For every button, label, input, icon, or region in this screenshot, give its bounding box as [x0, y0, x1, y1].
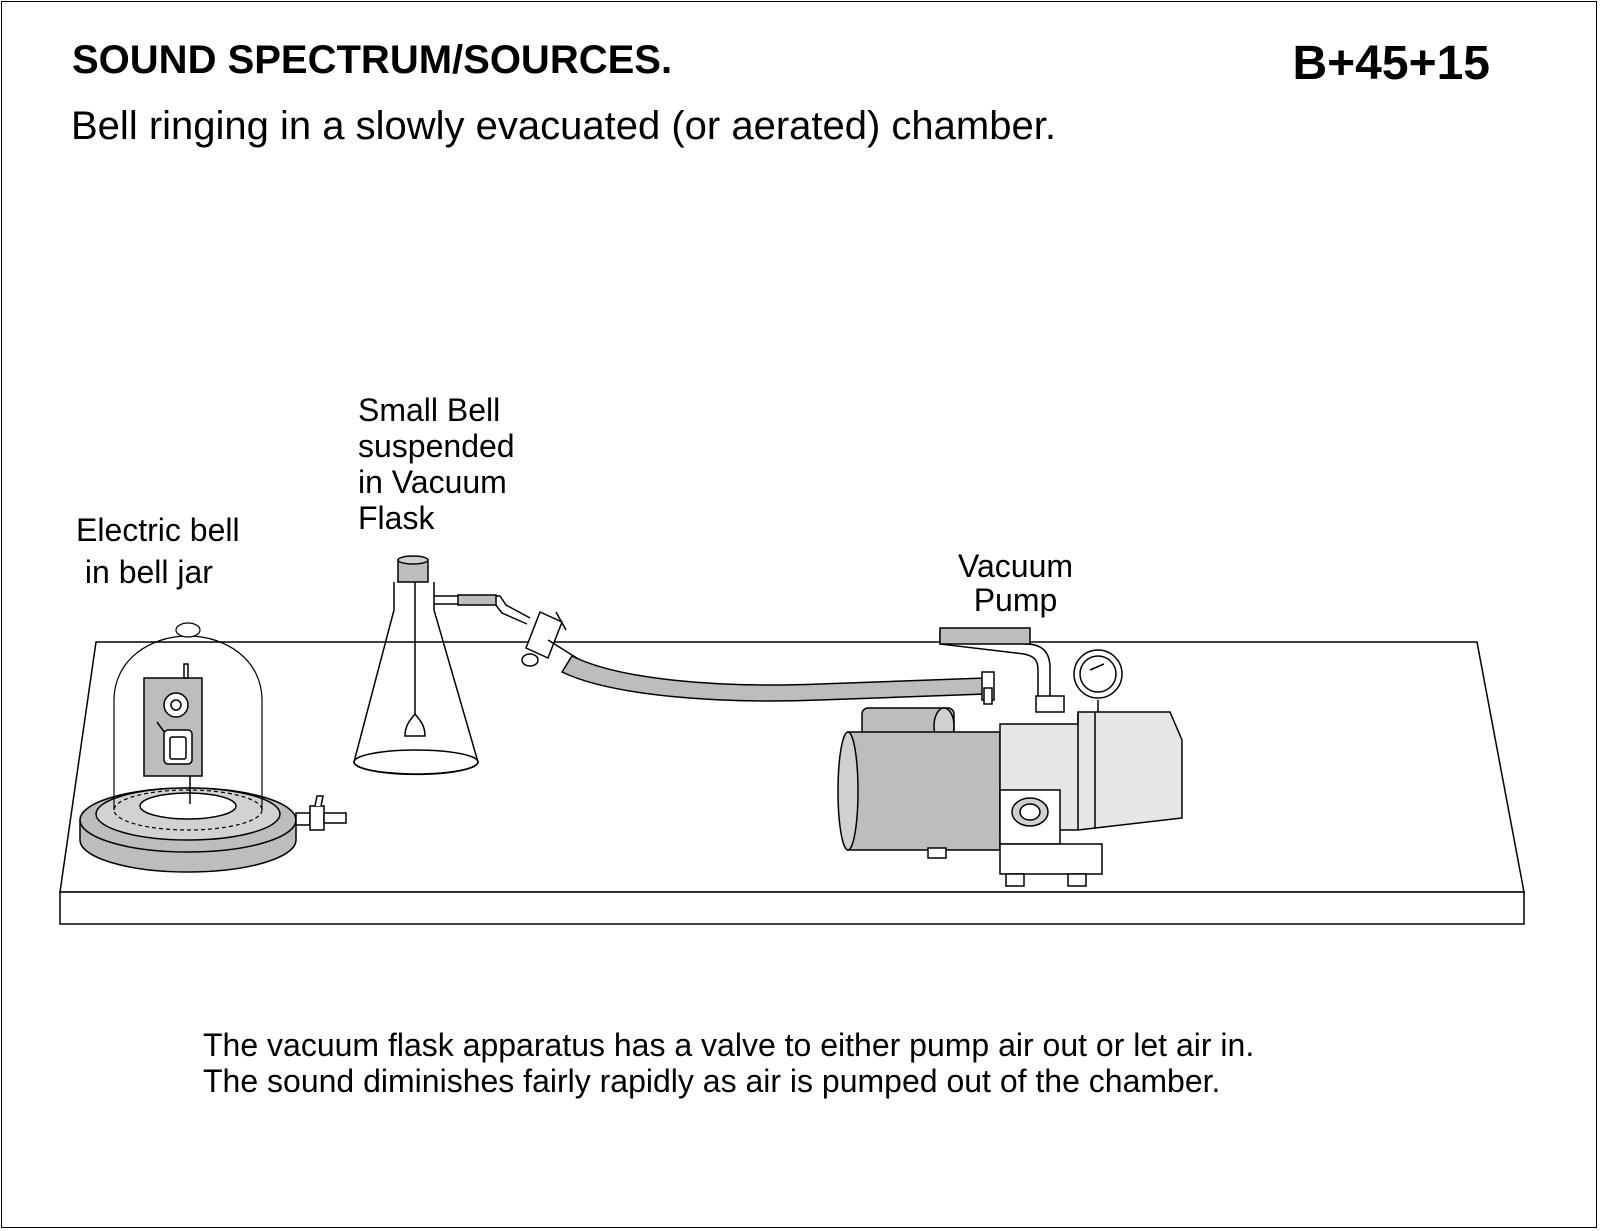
label-line: suspended [358, 428, 515, 464]
label-vacuum-pump: Vacuum Pump [958, 548, 1073, 618]
demo-code: B+45+15 [1292, 37, 1490, 90]
page-title: SOUND SPECTRUM/SOURCES. [72, 38, 673, 82]
caption-line: The sound diminishes fairly rapidly as a… [203, 1063, 1221, 1099]
caption-line: The vacuum flask apparatus has a valve t… [203, 1027, 1255, 1063]
label-line: Pump [973, 582, 1058, 618]
vacuum-pump [837, 627, 1183, 887]
table [59, 641, 1525, 925]
label-line: Small Bell [358, 392, 501, 428]
label-line: in Vacuum [358, 464, 507, 500]
vacuum-flask [353, 555, 581, 776]
vacuum-hose [560, 655, 995, 705]
label-electric-bell: Electric bell in bell jar [76, 512, 240, 590]
label-line: Flask [358, 500, 435, 536]
label-line: Vacuum [958, 548, 1074, 584]
label-small-bell: Small Bell suspended in Vacuum Flask [358, 392, 515, 536]
caption: The vacuum flask apparatus has a valve t… [203, 1027, 1254, 1099]
bell-jar-base-plate [79, 787, 347, 873]
label-line: Electric bell [76, 512, 240, 548]
bell-jar [113, 622, 263, 831]
page-subtitle: Bell ringing in a slowly evacuated (or a… [71, 104, 1056, 148]
label-line: in bell jar [76, 554, 213, 590]
electric-bell [143, 663, 203, 804]
